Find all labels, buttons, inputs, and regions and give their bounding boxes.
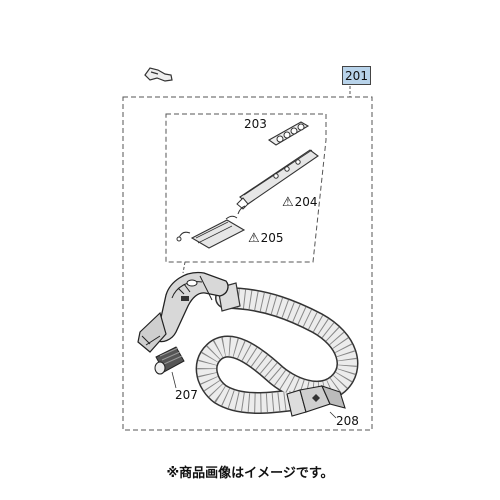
handle-grip [137,271,229,353]
part-label-203: 203 [244,117,267,131]
part-208-connector [286,385,346,419]
part-number: 207 [175,388,198,402]
part-number: 204 [294,195,318,209]
warning-triangle-icon: ⚠ [248,231,260,246]
part-number: 203 [244,117,267,131]
assembly-frame [122,86,373,431]
assembly-number: 201 [345,68,368,83]
kit-frame [165,113,327,274]
part-label-208: 208 [336,414,359,428]
image-disclaimer: ※商品画像はイメージです。 [166,466,334,481]
part-204-panel [236,149,319,215]
assembly-number-badge: 201 [342,66,371,85]
part-label-205: ⚠205 [248,231,284,246]
part-207-connector [154,346,185,389]
part-205-board [176,215,246,249]
hose [195,287,359,414]
part-number: 205 [260,231,284,245]
part-label-207: 207 [175,388,198,402]
warning-triangle-icon: ⚠ [282,195,294,210]
part-number: 208 [336,414,359,428]
part-203-strip [267,121,310,146]
part-label-204: ⚠204 [282,195,318,210]
clip-part [144,67,173,82]
